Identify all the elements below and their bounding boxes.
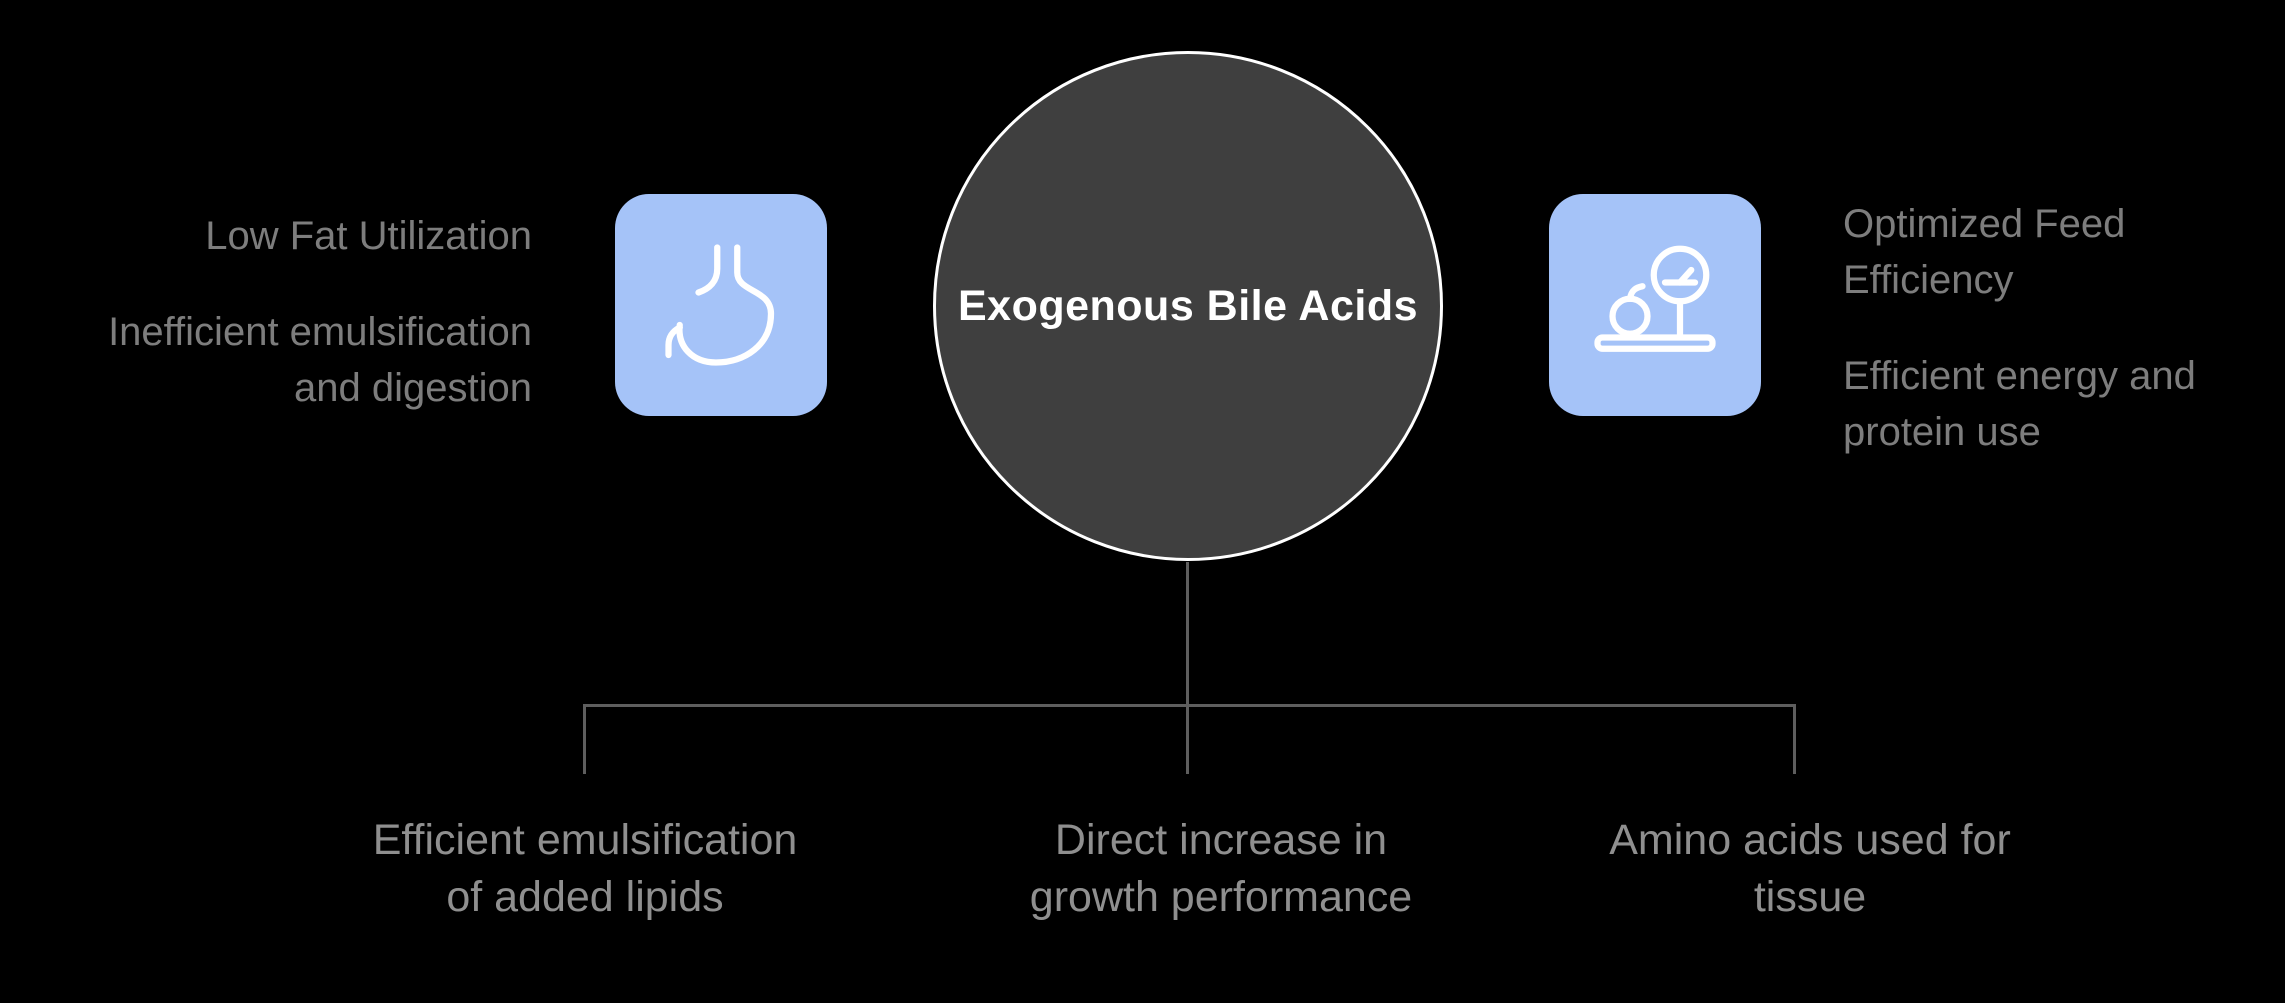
outcome-label-1: Efficient emulsification of added lipids [372, 816, 798, 921]
outcome-label-3: Amino acids used for tissue [1609, 816, 2011, 921]
connector-stem [1186, 562, 1189, 705]
outcome-label-2: Direct increase in growth performance [1029, 816, 1413, 921]
left-label-group: Low Fat Utilization Inefficient emulsifi… [40, 208, 532, 416]
connector-drop-right [1793, 704, 1796, 774]
left-subtitle: Inefficient emulsification and digestion [108, 310, 532, 410]
right-title: Optimized Feed Efficiency [1843, 202, 2126, 302]
central-node-title: Exogenous Bile Acids [957, 281, 1418, 330]
connector-drop-center [1186, 704, 1189, 774]
right-label-group: Optimized Feed Efficiency Efficient ener… [1843, 196, 2285, 460]
left-title: Low Fat Utilization [205, 214, 532, 258]
connector-horizontal [583, 704, 1796, 707]
connector-drop-left [583, 704, 586, 774]
right-subtitle: Efficient energy and protein use [1843, 354, 2196, 454]
central-node: Exogenous Bile Acids [933, 51, 1443, 561]
stomach-icon [615, 194, 827, 416]
weight-scale-icon [1549, 194, 1761, 416]
